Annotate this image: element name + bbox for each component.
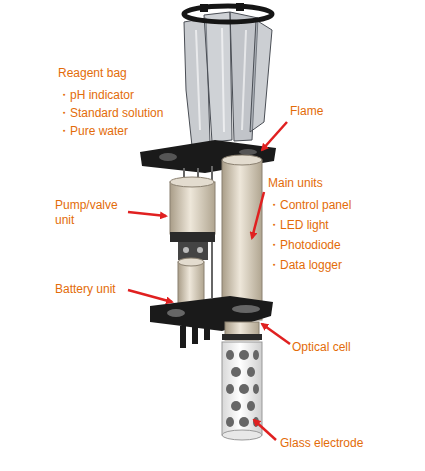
top-knob (236, 3, 244, 11)
cylinder-top (170, 177, 214, 187)
leader-arrow (128, 212, 166, 216)
guard-holes (226, 350, 259, 427)
valve-block (178, 242, 208, 260)
part-label: ・pH indicator (58, 88, 134, 103)
connector-peg (204, 322, 210, 340)
leader-arrow (128, 290, 172, 302)
pump-valve-cylinder (170, 182, 215, 234)
connector-peg (180, 326, 186, 348)
part-label: ・Standard solution (58, 106, 163, 121)
part-label: ・Data logger (268, 258, 342, 273)
valve-port (183, 247, 189, 253)
top-ring (184, 6, 272, 22)
leader-arrow (262, 324, 290, 344)
part-label: ・Photodiode (268, 238, 341, 253)
part-label: Reagent bag (58, 66, 127, 81)
main-unit-cylinder (222, 160, 262, 320)
leader-arrow (252, 192, 264, 238)
reagent-bag (204, 12, 232, 142)
part-label: ・LED light (268, 218, 329, 233)
bag-highlight (196, 28, 246, 132)
part-label: ・Control panel (268, 198, 351, 213)
part-label: Glass electrode (280, 436, 363, 451)
plate-hole (232, 305, 260, 313)
valve-port (197, 247, 203, 253)
leader-arrow (262, 122, 287, 150)
plate-hole (239, 149, 257, 155)
reagent-bag (250, 20, 272, 132)
cylinder-top (178, 258, 204, 266)
part-label: ・Pure water (58, 124, 128, 139)
part-label: Optical cell (292, 340, 351, 355)
pump-band (170, 232, 215, 242)
guard-bottom (222, 430, 262, 440)
part-label: Battery unit (55, 282, 116, 297)
cylinder-top (222, 155, 262, 165)
part-label: Flame (290, 104, 323, 119)
leader-arrows (128, 122, 290, 440)
part-label: Main units (268, 176, 323, 191)
plate-hole (159, 153, 177, 161)
cell-band (222, 334, 262, 340)
connector-peg (192, 324, 198, 344)
top-knob (200, 4, 208, 12)
plate-hole (167, 309, 185, 317)
part-label: Pump/valve unit (55, 198, 125, 228)
leader-arrow (254, 420, 276, 440)
